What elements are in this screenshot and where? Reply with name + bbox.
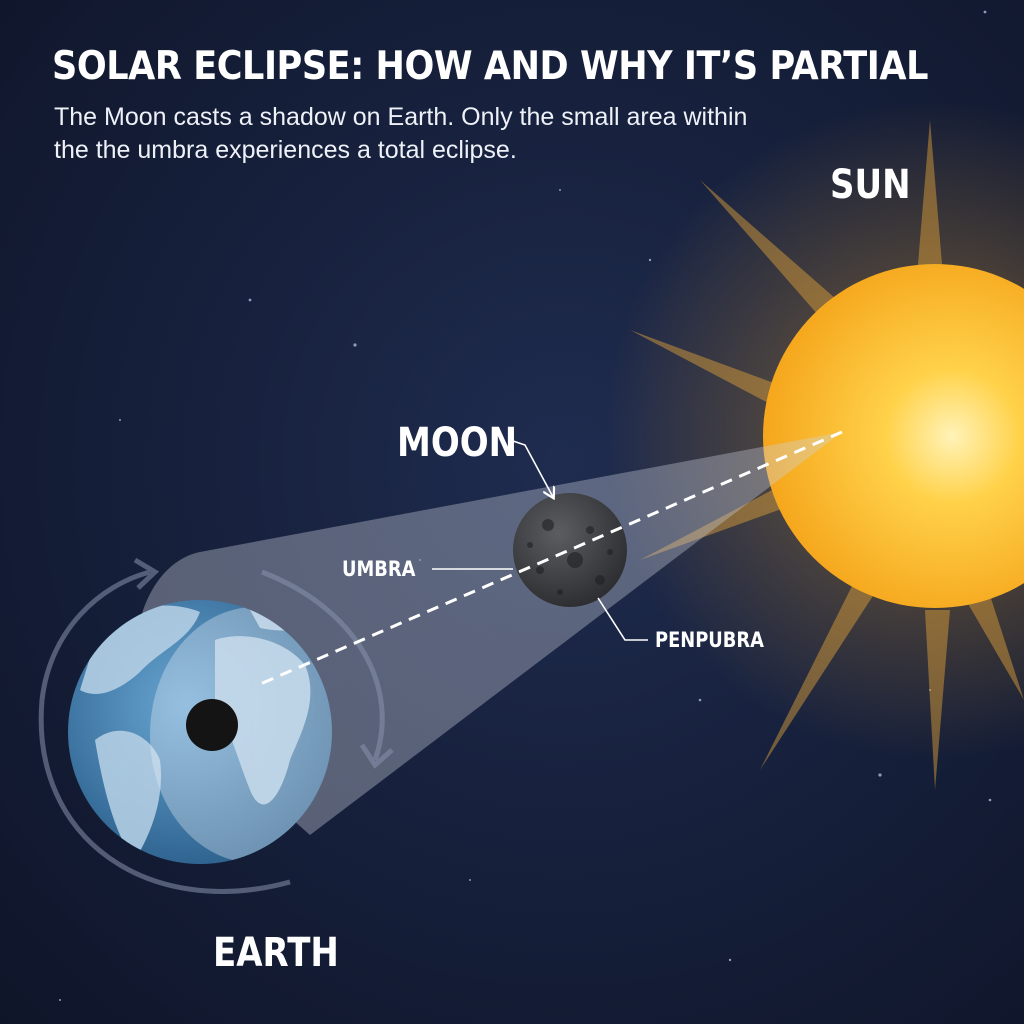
umbra-label: UMBRA [342,557,416,581]
sun-label: SUN [830,162,911,208]
label-leaders [432,439,648,641]
diagram-subtitle: The Moon casts a shadow on Earth. Only t… [54,103,748,164]
umbra-spot [186,699,238,751]
penumbra-label: PENPUBRA [655,628,764,652]
alignment-line [257,430,843,687]
moon [513,493,627,607]
moon-label: MOON [397,420,518,466]
rotation-arrows [38,557,394,894]
earth-label: EARTH [213,930,339,976]
sun [763,264,1024,608]
diagram-title: SOLAR ECLIPSE: HOW AND WHY IT’S PARTIAL [52,44,929,89]
earth [68,600,332,864]
